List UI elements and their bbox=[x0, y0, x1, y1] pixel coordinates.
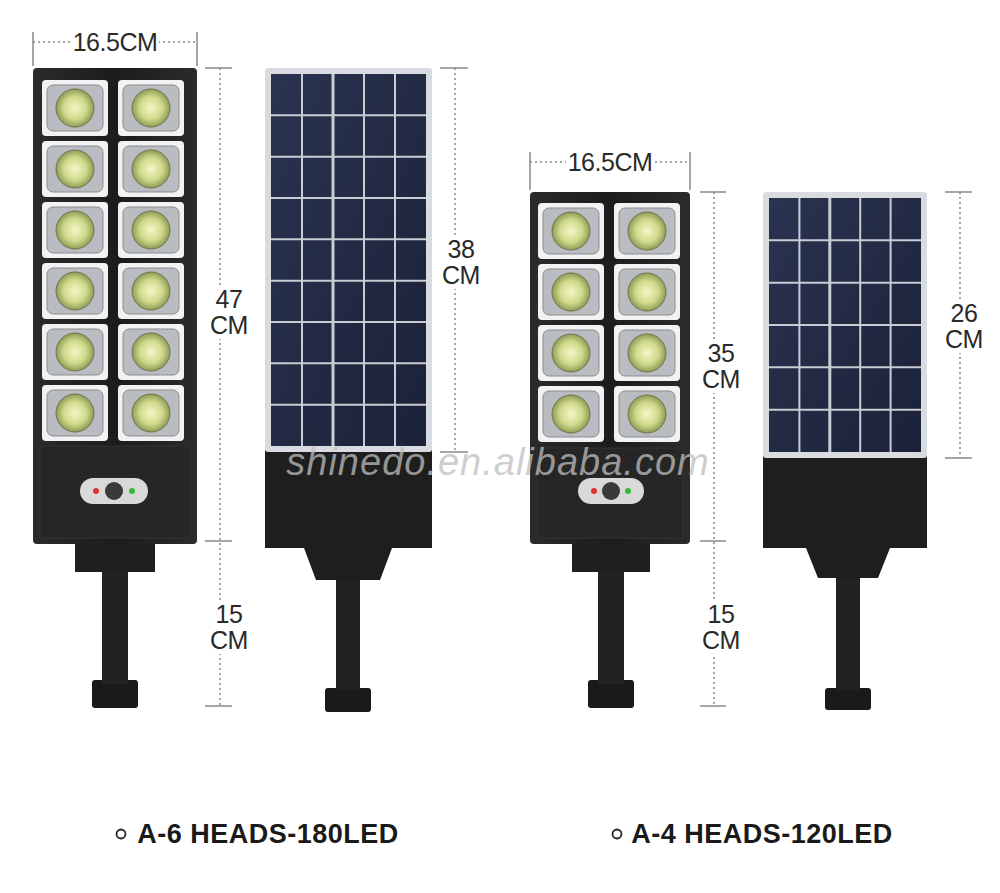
cell-line bbox=[271, 321, 426, 323]
dimension-width: 16.5CM bbox=[566, 148, 655, 176]
cell-line bbox=[301, 74, 303, 446]
led-head bbox=[42, 324, 108, 380]
dimension-height: 38 CM bbox=[432, 235, 491, 290]
dimension-pole: 15 CM bbox=[200, 600, 259, 655]
lamp-front-6-heads bbox=[33, 68, 197, 708]
model-caption: A-6 HEADS-180LED bbox=[137, 819, 399, 850]
cell-line bbox=[271, 114, 426, 116]
lamp-back-solar-panel-large bbox=[265, 68, 432, 712]
led-head bbox=[118, 80, 184, 136]
led-head bbox=[538, 325, 604, 381]
cell-line bbox=[271, 404, 426, 406]
led-head bbox=[42, 141, 108, 197]
cell-line bbox=[363, 74, 365, 446]
cell-line bbox=[271, 197, 426, 199]
dimension-width: 16.5CM bbox=[71, 28, 160, 56]
led-head bbox=[614, 203, 680, 259]
led-head bbox=[42, 202, 108, 258]
cell-line bbox=[271, 362, 426, 364]
cell-line bbox=[769, 409, 921, 411]
cell-line bbox=[271, 238, 426, 240]
led-head bbox=[614, 325, 680, 381]
led-head bbox=[118, 141, 184, 197]
led-head bbox=[118, 324, 184, 380]
cell-line bbox=[769, 366, 921, 368]
model-caption: A-4 HEADS-120LED bbox=[631, 819, 893, 850]
cell-line bbox=[394, 74, 396, 446]
led-head bbox=[42, 80, 108, 136]
dimension-height: 26 CM bbox=[935, 299, 994, 354]
led-head bbox=[42, 263, 108, 319]
bullet bbox=[117, 830, 126, 839]
watermark: shinedo.en.alibaba.com bbox=[286, 441, 709, 484]
led-head bbox=[614, 264, 680, 320]
led-head bbox=[614, 386, 680, 442]
dimension-lines bbox=[33, 32, 972, 706]
led-head bbox=[118, 263, 184, 319]
cell-line bbox=[332, 74, 335, 446]
lamp-back-solar-panel-small bbox=[763, 192, 927, 710]
led-head bbox=[538, 264, 604, 320]
cell-line bbox=[271, 156, 426, 158]
led-head bbox=[538, 386, 604, 442]
cell-line bbox=[769, 282, 921, 284]
dimension-height: 47 CM bbox=[200, 285, 259, 340]
dimension-height: 35 CM bbox=[692, 339, 751, 394]
led-head bbox=[42, 385, 108, 441]
cell-line bbox=[769, 239, 921, 241]
led-head bbox=[118, 202, 184, 258]
dimension-pole: 15 CM bbox=[692, 600, 751, 655]
cell-line bbox=[271, 280, 426, 282]
led-head bbox=[538, 203, 604, 259]
cell-line bbox=[769, 324, 921, 326]
led-head bbox=[118, 385, 184, 441]
bullet bbox=[613, 830, 622, 839]
